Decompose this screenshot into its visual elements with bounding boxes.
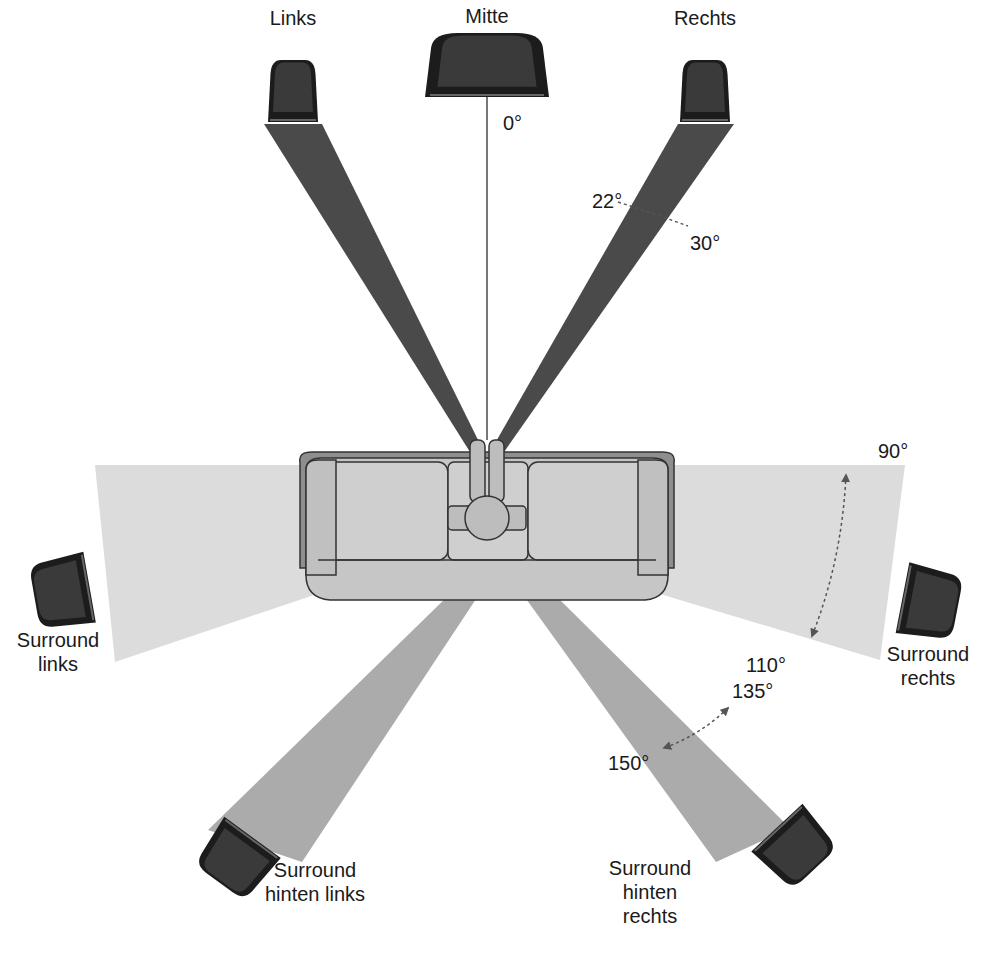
speaker-body xyxy=(751,804,840,893)
speaker-front xyxy=(682,119,728,121)
angle-label: 150° xyxy=(608,752,649,774)
speaker-front xyxy=(270,119,316,121)
angle-label: 22° xyxy=(592,190,622,212)
angle-label: 110° xyxy=(746,654,786,676)
angle-indicator xyxy=(664,708,728,748)
speaker: Surround hinten rechts xyxy=(600,810,841,928)
speaker: Surround rechts xyxy=(878,565,978,690)
speaker-front xyxy=(82,555,94,620)
speaker-body xyxy=(680,60,730,122)
speaker-highlight xyxy=(437,36,536,87)
rear-right-beam xyxy=(524,592,790,862)
speaker: Mitte xyxy=(415,4,559,107)
speaker-icon xyxy=(670,50,740,132)
speaker-front xyxy=(225,820,277,858)
angle-indicator xyxy=(812,475,846,636)
speaker: Links xyxy=(248,6,338,132)
speaker-highlight xyxy=(763,815,835,886)
front-left-beam xyxy=(264,124,484,452)
speaker-label: Mitte xyxy=(442,4,532,28)
speaker-front xyxy=(430,94,544,96)
speaker: Surround links xyxy=(8,554,108,676)
rear-left-beam xyxy=(208,592,478,862)
speaker-body xyxy=(268,60,318,122)
speaker-label: Surround hinten rechts xyxy=(600,856,700,928)
speaker-body xyxy=(425,33,549,97)
side-left-beam xyxy=(95,465,335,662)
sofa xyxy=(300,452,675,600)
speaker-label: Surround links xyxy=(8,628,108,676)
speaker-front xyxy=(755,807,802,851)
angle-indicator xyxy=(618,202,688,226)
angle-label: 30° xyxy=(690,232,720,254)
speaker-body xyxy=(28,552,96,633)
speaker-body xyxy=(896,562,965,643)
front-right-beam xyxy=(490,124,734,452)
speaker-label: Rechts xyxy=(660,6,750,30)
speaker-label: Surround hinten links xyxy=(250,858,380,906)
speaker-highlight xyxy=(906,571,961,636)
speaker-highlight xyxy=(32,560,86,625)
center-axis-line xyxy=(486,97,488,440)
speaker-icon xyxy=(415,23,559,107)
angle-label: 0° xyxy=(503,112,522,134)
speaker: Rechts xyxy=(660,6,750,132)
angle-label: 135° xyxy=(732,680,773,702)
speaker-icon xyxy=(751,810,841,886)
speaker-icon xyxy=(884,565,976,641)
side-right-beam xyxy=(640,465,905,660)
listener xyxy=(448,440,526,540)
speaker-highlight xyxy=(198,828,270,897)
speaker-label: Surround rechts xyxy=(878,642,978,690)
speaker-icon xyxy=(16,554,108,630)
speaker-label: Links xyxy=(248,6,338,30)
speaker: Surround hinten links xyxy=(191,822,380,906)
speaker-icon xyxy=(258,50,328,132)
angle-label: 90° xyxy=(878,440,908,462)
speaker-highlight xyxy=(273,62,313,112)
speaker-highlight xyxy=(685,62,725,112)
speaker-front xyxy=(898,566,911,631)
